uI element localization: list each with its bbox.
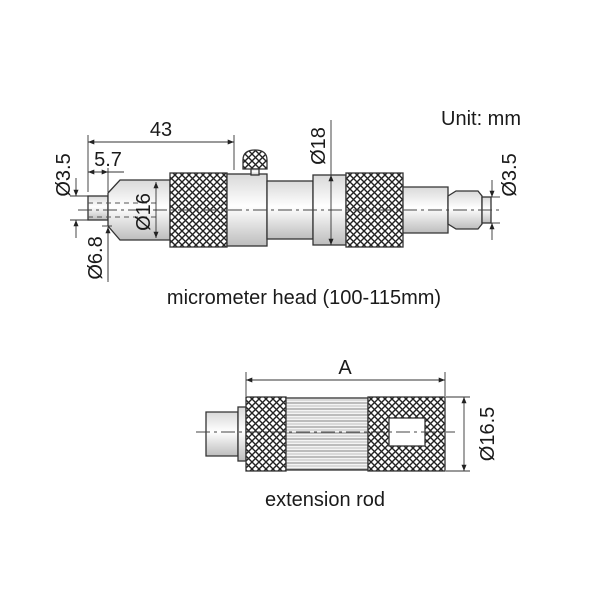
micrometer-head-caption: micrometer head (100-115mm) [167, 287, 441, 309]
dim-rod-diameter: Ø16.5 [477, 407, 499, 461]
rod-ribbed-middle [285, 397, 369, 471]
dim-end-diameter-right: Ø3.5 [499, 153, 521, 196]
extension-rod-caption: extension rod [265, 489, 385, 511]
dim-shoulder-diameter: Ø6.8 [85, 236, 107, 279]
extension-rod-drawing: A Ø16.5 extension rod [196, 357, 499, 511]
dim-thimble-diameter: Ø18 [308, 127, 330, 165]
dim-tip-diameter-left: Ø3.5 [53, 153, 75, 196]
dim-tip-length: 5.7 [94, 149, 122, 171]
dim-rod-length: A [338, 357, 352, 379]
dim-sleeve-diameter: Ø16 [133, 193, 155, 231]
lock-lever [242, 149, 268, 170]
spindle-tip [87, 195, 109, 221]
rod-knurl-left [245, 396, 287, 472]
unit-label: Unit: mm [441, 108, 521, 130]
lock-lever-stem [250, 168, 260, 176]
rod-stub [205, 411, 239, 457]
dim-overall-length: 43 [150, 119, 172, 141]
micrometer-head-drawing: 43 5.7 Ø3.5 Ø6.8 Ø16 Ø18 Ø3.5 micrometer… [53, 119, 521, 309]
end-cap [402, 186, 449, 234]
